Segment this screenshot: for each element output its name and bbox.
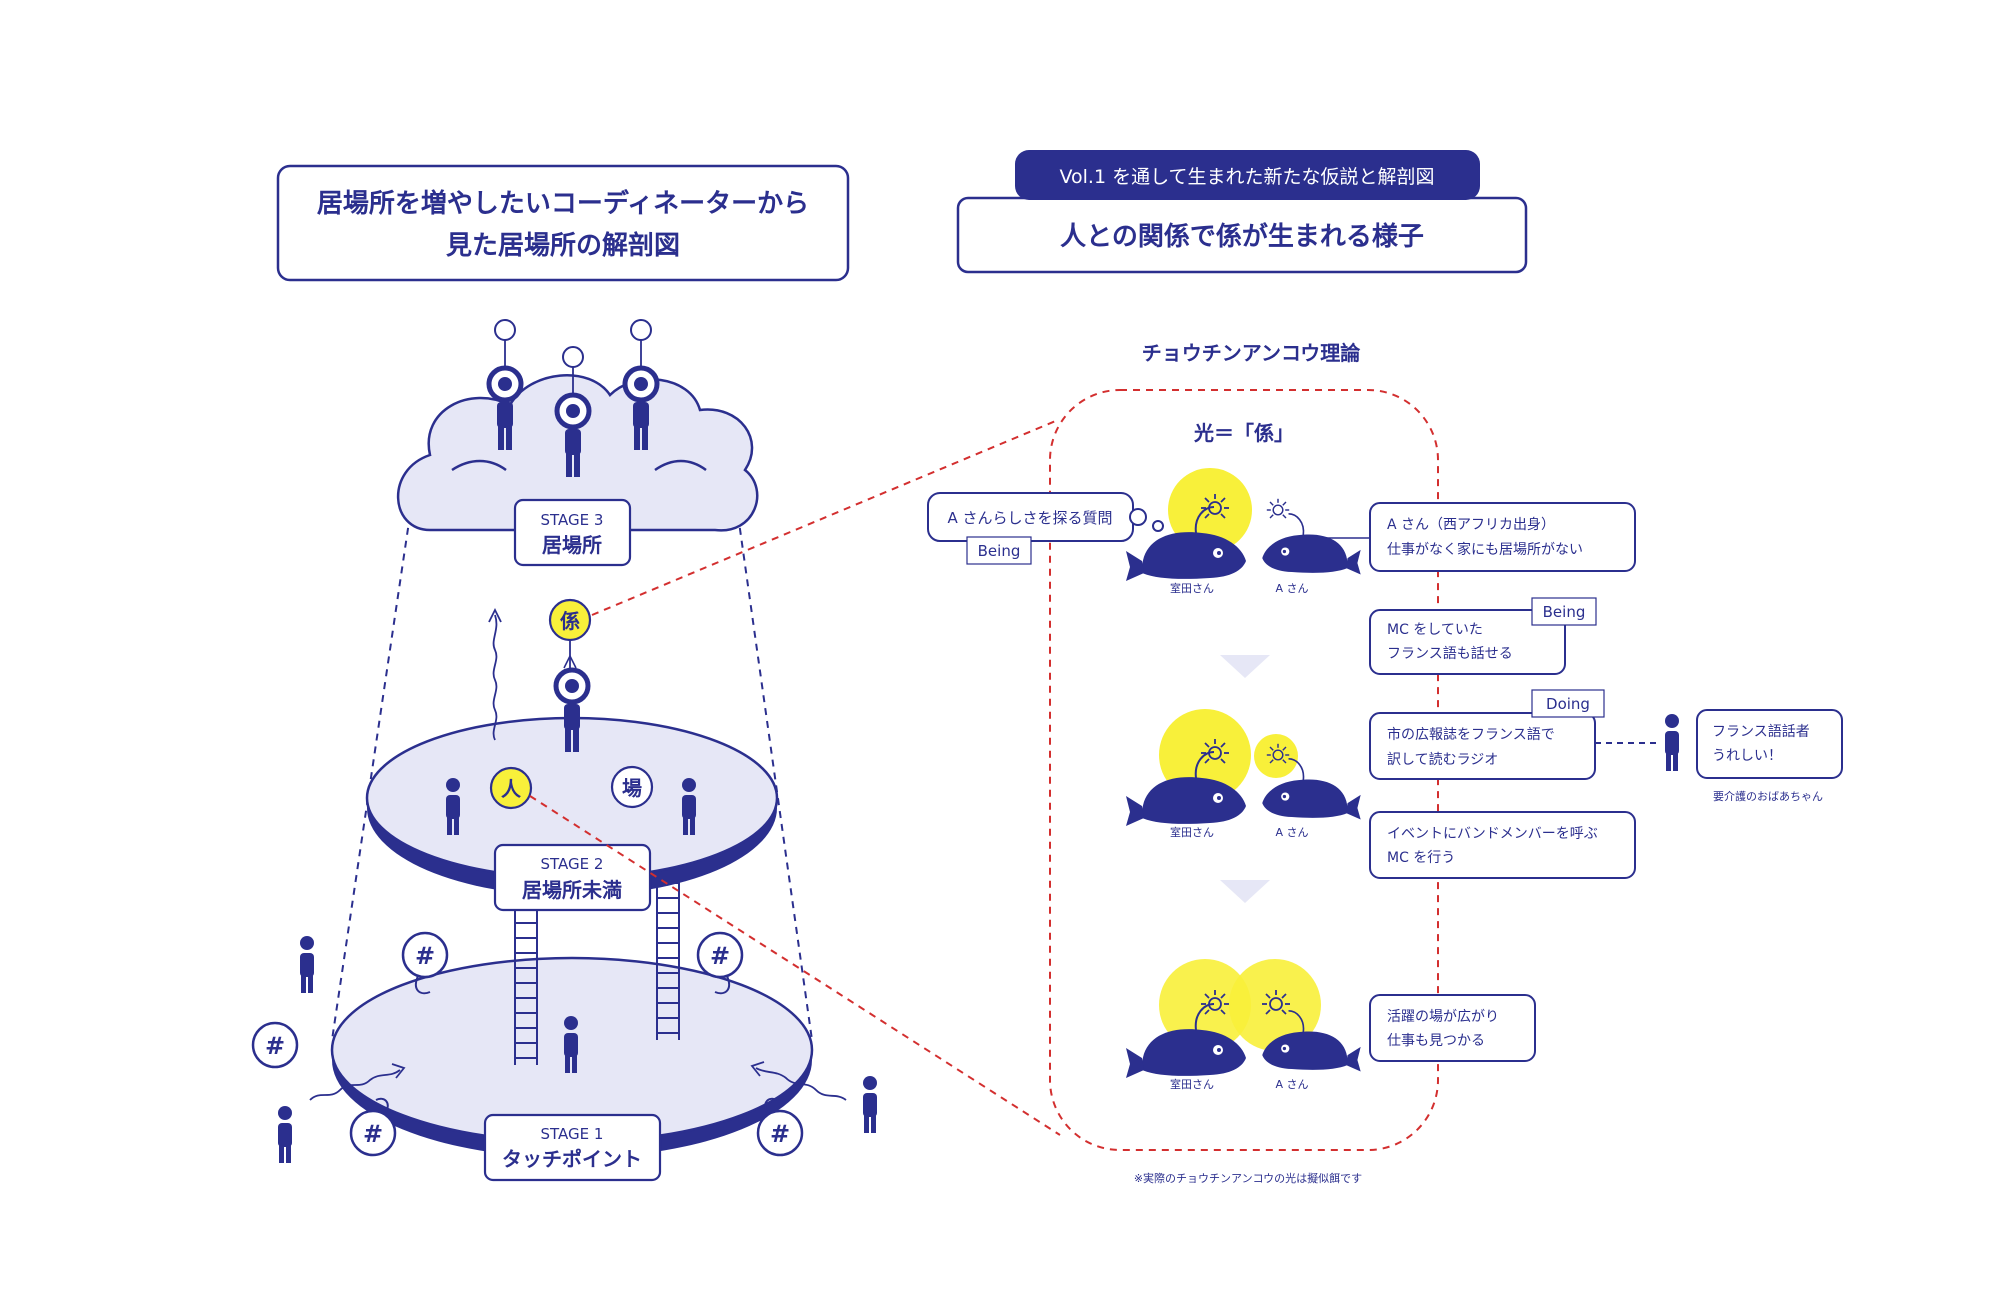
note2-line2: フランス語も話せる [1387,645,1513,662]
rising-arrow [492,614,498,741]
fish-row1-a [1261,513,1362,576]
rising-arrow-head [488,607,502,623]
note2-box [1369,609,1566,675]
stage2-number: STAGE 2 [541,855,604,873]
stage2-name: 居場所未満 [522,878,622,902]
hash-bubble-4-text: # [363,1120,383,1148]
kakari-balloon [548,598,592,642]
being-tag-question [966,536,1032,565]
note4-box [1369,811,1636,879]
right-tag-pill [1015,150,1480,200]
note5-line1: 活躍の場が広がり [1387,1009,1499,1025]
bulb-row1-a [1266,498,1290,519]
stage3-number: STAGE 3 [541,511,604,529]
hito-badge-text: 人 [501,777,522,801]
wavy-arrow-left-head [391,1063,406,1079]
cloud-eye-left [451,459,507,472]
being-tag-note2 [1531,597,1597,626]
stage2-label-box [493,843,652,912]
stage3-label-box [513,498,632,567]
note2-line1: MC をしていた [1387,622,1483,638]
wavy-arrow-right [755,1067,847,1101]
left-title-line2: 見た居場所の解剖図 [446,230,680,261]
fish-row1-a-label: A さん [1275,582,1308,595]
note3-line2: 訳して読むラジオ [1387,751,1498,768]
note3-box [1369,712,1596,780]
glow-row3-muroda [1159,959,1251,1051]
person-outside-left-bottom [278,1106,292,1163]
wavy-arrow-right-head [750,1061,765,1077]
hito-badge [489,766,533,810]
note1-line1: A さん（西アフリカ出身） [1387,517,1555,533]
hash-bubble-5-text: # [770,1120,790,1148]
note4-line1: イベントにバンドメンバーを呼ぶ [1387,826,1598,842]
hash-bubble-2-tail [714,975,731,995]
person-outside-right [863,1076,877,1133]
down-arrow-2 [1220,880,1270,903]
doing-tag [1531,689,1605,718]
glow-row2-a [1254,734,1298,778]
note5-box [1369,994,1536,1062]
fish-row3-a-label: A さん [1275,1078,1308,1091]
thought-dot-small [1152,520,1164,532]
note1-line2: 仕事がなく家にも居場所がない [1387,541,1583,558]
grandma-label: 要介護のおばあちゃん [1713,789,1823,803]
down-arrow-1 [1220,655,1270,678]
hash-bubble-3-text: # [265,1032,285,1060]
kakari-string-arrow [563,654,577,669]
red-connector-hito [529,795,1061,1136]
balloon-top-2 [562,346,584,396]
perspective-line-left [331,514,411,1041]
kakari-balloon-text: 係 [560,609,580,633]
stage1-label-box [483,1113,662,1182]
note6-line1: フランス語話者 [1712,723,1810,740]
cloud-eye-right [654,459,707,472]
person-grandma [1665,714,1679,771]
hash-bubble-2-text: # [710,942,730,970]
fish-row1-muroda-label: 室田さん [1170,581,1214,595]
fish-row2-muroda-label: 室田さん [1170,825,1214,839]
being-tag-note2-text: Being [1543,603,1586,621]
being-tag-question-text: Being [978,542,1021,560]
note1-box [1369,502,1636,572]
footnote: ※実際のチョウチンアンコウの光は擬似餌です [1134,1171,1362,1185]
fish-row2-a-label: A さん [1275,826,1308,839]
note6-line2: うれしい！ [1712,748,1782,764]
red-connector-kakari [591,419,1059,616]
ba-badge [610,765,654,809]
ba-badge-text: 場 [622,776,642,800]
left-title-line1: 居場所を増やしたいコーディネーターから [317,188,809,219]
hash-bubble-1-text: # [415,942,435,970]
perspective-line-right [737,514,813,1041]
hash-bubble-4-tail [375,1097,389,1115]
balloon-top-3 [630,319,652,368]
person-outside-left-top [300,936,314,993]
note5-line2: 仕事も見つかる [1387,1033,1485,1049]
note6-box [1696,709,1843,779]
stage1-name: タッチポイント [502,1147,642,1171]
glow-row3-a [1229,959,1321,1051]
right-tag-text: Vol.1 を通して生まれた新たな仮説と解剖図 [1059,166,1434,188]
stage3-name: 居場所 [542,533,602,557]
note4-line2: MC を行う [1387,850,1455,866]
fish-row3-muroda-label: 室田さん [1170,1077,1214,1091]
hash-bubble-5-tail [764,1097,778,1115]
light-label: 光＝「係」 [1193,421,1294,445]
balloon-top-1 [494,319,516,368]
stage1-number: STAGE 1 [541,1125,604,1143]
ladder-right [656,870,680,1040]
question-box-text: A さんらしさを探る質問 [947,509,1112,527]
thought-dot-large [1129,508,1147,526]
note3-line1: 市の広報誌をフランス語で [1387,726,1555,743]
left-title-box [276,164,850,282]
doing-tag-text: Doing [1546,695,1590,713]
theory-title: チョウチンアンコウ理論 [1142,341,1361,365]
wavy-arrow-left [309,1069,401,1101]
right-title-text: 人との関係で係が生まれる様子 [1060,221,1424,252]
hash-bubble-1-tail [414,975,431,995]
